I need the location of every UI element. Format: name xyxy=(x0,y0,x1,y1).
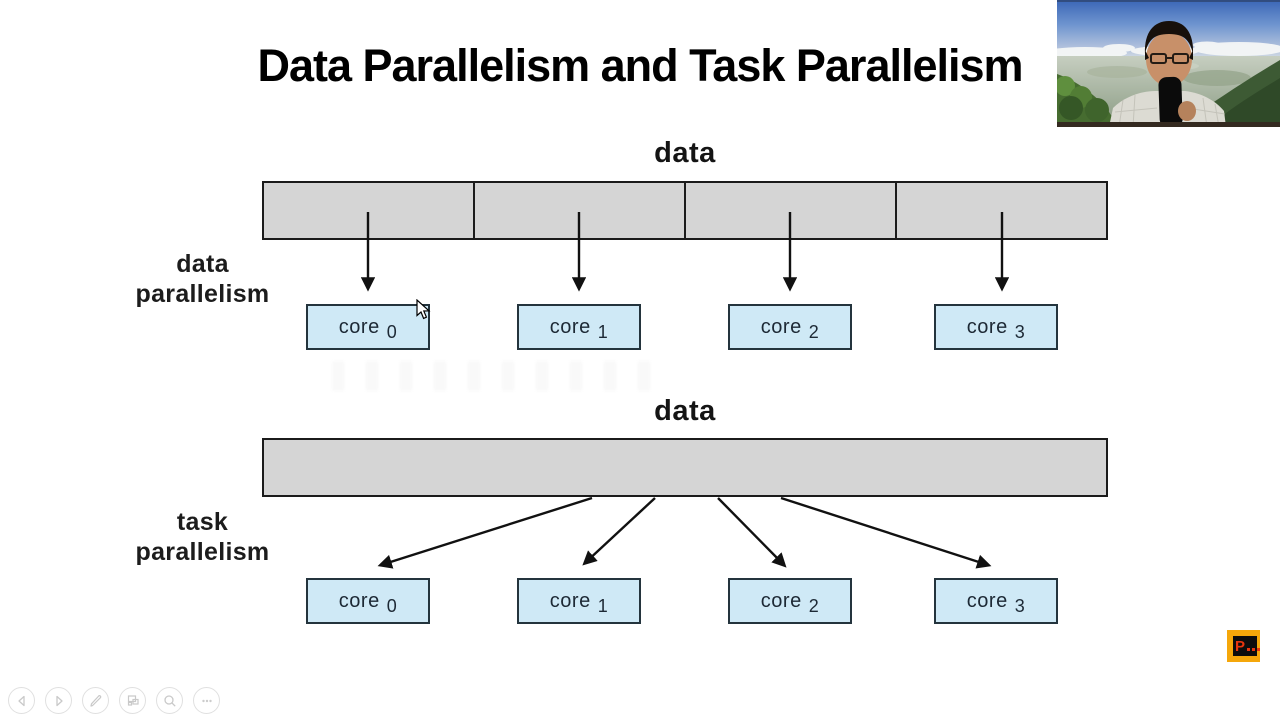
ghost-artifact xyxy=(332,361,662,391)
previous-slide-button[interactable] xyxy=(8,687,35,714)
presenter-hair xyxy=(1144,21,1194,54)
see-all-slides-button[interactable] xyxy=(119,687,146,714)
presenter-glasses xyxy=(1150,53,1189,64)
arrow-fan xyxy=(377,496,593,569)
core-label: core xyxy=(760,589,802,612)
mouse-cursor xyxy=(416,299,431,320)
top-data-bar xyxy=(262,181,1108,240)
arrow-fan xyxy=(780,496,992,569)
core-box: core 1 xyxy=(517,304,641,350)
bottom-data-bar xyxy=(262,438,1108,497)
core-number: 2 xyxy=(808,321,820,342)
core-number: 3 xyxy=(1014,321,1026,342)
arrow-fan xyxy=(717,497,787,568)
chevron-left-icon xyxy=(17,695,25,706)
bar-divider xyxy=(895,183,897,238)
presenter-logo: P xyxy=(1227,630,1261,662)
slide-title: Data Parallelism and Task Parallelism xyxy=(257,40,1023,91)
core-number: 1 xyxy=(597,321,609,342)
top-data-label: data xyxy=(654,137,716,169)
arrow-fan xyxy=(582,497,656,566)
bar-divider xyxy=(684,183,686,238)
core-box: core 1 xyxy=(517,578,641,624)
next-slide-button[interactable] xyxy=(45,687,72,714)
bottom-data-label: data xyxy=(654,395,716,427)
core-number: 2 xyxy=(808,595,820,616)
core-number: 1 xyxy=(597,595,609,616)
webcam-bottom-edge xyxy=(1057,122,1280,127)
pen-icon xyxy=(89,694,101,707)
bar-divider xyxy=(473,183,475,238)
core-label: core xyxy=(338,315,380,338)
core-box: core 0 xyxy=(306,304,430,350)
presenter-hand xyxy=(1178,101,1196,121)
logo-dots xyxy=(1247,648,1261,651)
microphone xyxy=(1158,76,1183,127)
core-label: core xyxy=(966,589,1008,612)
zoom-into-slide-button[interactable] xyxy=(156,687,183,714)
core-label: core xyxy=(338,589,380,612)
core-label: core xyxy=(549,589,591,612)
more-options-button[interactable] xyxy=(193,687,220,714)
fan-arrows xyxy=(377,496,992,569)
core-box: core 0 xyxy=(306,578,430,624)
webcam-overlay xyxy=(1057,0,1280,127)
core-number: 0 xyxy=(386,595,398,616)
core-number: 0 xyxy=(386,321,398,342)
data-parallelism-label: data parallelism xyxy=(135,250,270,308)
webcam-trees-left xyxy=(1057,74,1119,127)
magnifier-icon xyxy=(163,694,176,707)
slideshow-toolbar xyxy=(8,687,220,714)
chevron-right-icon xyxy=(55,695,63,706)
core-box: core 3 xyxy=(934,304,1058,350)
pen-tools-button[interactable] xyxy=(82,687,109,714)
presenter xyxy=(1109,21,1226,127)
core-label: core xyxy=(760,315,802,338)
core-label: core xyxy=(549,315,591,338)
logo-letter: P xyxy=(1235,637,1246,655)
core-number: 3 xyxy=(1014,595,1026,616)
slides-grid-icon xyxy=(127,694,139,706)
core-box: core 2 xyxy=(728,304,852,350)
ellipsis-icon xyxy=(201,699,212,702)
task-parallelism-label: task parallelism xyxy=(135,508,270,566)
webcam-top-edge xyxy=(1057,0,1280,2)
webcam-video xyxy=(1057,0,1280,127)
core-box: core 2 xyxy=(728,578,852,624)
webcam-mountain-right-shade xyxy=(1207,78,1280,127)
core-label: core xyxy=(966,315,1008,338)
core-box: core 3 xyxy=(934,578,1058,624)
logo-inner-box: P xyxy=(1233,636,1261,656)
